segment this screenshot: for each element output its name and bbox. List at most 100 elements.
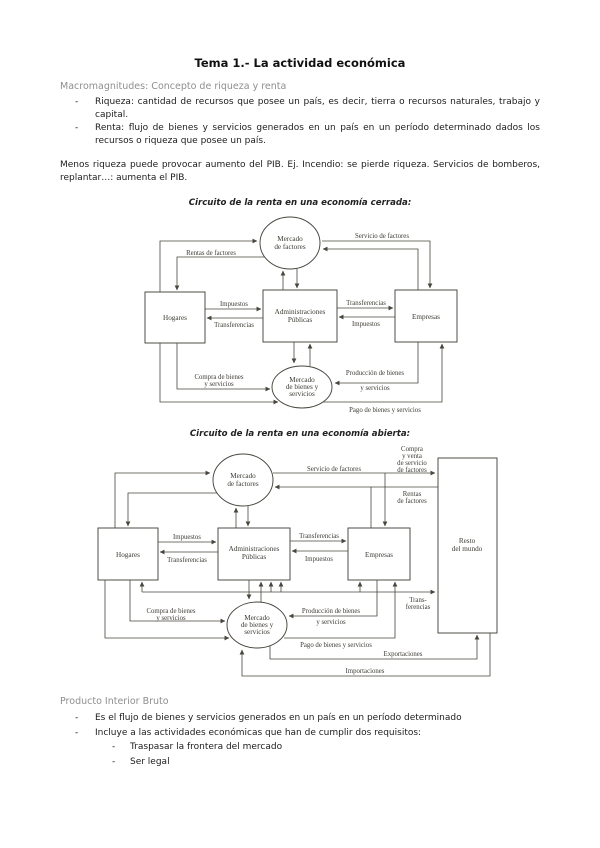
list-item: - Es el flujo de bienes y servicios gene… [60,711,540,726]
node-label: Mercado [230,472,256,480]
bullet-dash: - [75,713,79,723]
node-label: de factores [227,480,259,488]
pib-sub-bullet-1: Traspasar la frontera del mercado [130,742,283,752]
flow-label: Rentas de factores [186,250,236,257]
flow-label: Transferencias [214,322,254,329]
diagram-nodes [144,216,458,409]
flow-label: Importaciones [346,668,385,675]
node-hogares [97,527,159,581]
bullet-riqueza-line2: capital. [95,109,129,120]
pib-bullet-2: Incluye a las actividades económicas que… [95,727,422,738]
node-label: de bienes y [286,383,319,391]
node-administraciones [217,527,291,581]
flow-lines [159,238,445,405]
node-label: Hogares [116,551,140,559]
section-macromagnitudes: Macromagnitudes: Concepto de riqueza y r… [60,81,540,184]
node-label: Administraciones [229,545,280,553]
flow-label: y servicios [360,385,390,392]
node-resto-del-mundo [437,457,498,634]
node-mercado-factores [259,216,321,270]
bullet-dash: - [112,756,116,767]
node-label: Públicas [288,316,313,324]
node-label: Públicas [242,553,267,561]
paragraph-pib-riqueza: Menos riqueza puede provocar aumento del… [60,159,540,185]
node-label: Hogares [163,314,187,322]
bullet-dash: - [75,97,79,107]
list-item: - Incluye a las actividades económicas q… [60,726,540,741]
flow-label: Rentas [403,491,422,498]
caption-economia-abierta: Circuito de la renta en una economía abi… [189,429,411,439]
flow-label: Compra de bienes [194,374,243,381]
diagram-economia-abierta: Mercado de factores Hogares Administraci… [97,446,498,677]
node-label: Empresas [365,551,393,559]
bullet-renta-line2: recursos o riqueza que posee un país. [95,135,266,146]
flow-label: Impuestos [352,321,380,328]
flow-label: Trans- [409,597,427,604]
diagram-nodes [97,453,498,649]
caption-economia-cerrada: Circuito de la renta en una economía cer… [188,198,412,208]
node-label: Mercado [277,235,303,243]
flow-label: Producción de bienes [302,608,360,615]
flow-label: Compra [401,446,423,453]
node-label: servicios [289,390,315,398]
diagram-text: Mercado de factores Hogares Administraci… [163,233,440,414]
bullet-renta-line1: Renta: flujo de bienes y servicios gener… [95,122,540,133]
node-label: Resto [459,537,476,545]
pib-bullet-1: Es el flujo de bienes y servicios genera… [95,713,462,723]
list-item: - Ser legal [60,755,540,770]
flow-lines [104,470,491,677]
flow-label: Exportaciones [384,651,423,658]
flow-label: Impuestos [173,534,201,541]
node-label: del mundo [452,545,483,553]
diagram-economia-cerrada: Mercado de factores Hogares Administraci… [144,216,458,414]
flow-label: Transferencias [299,533,339,540]
node-empresas [394,289,458,343]
flow-label: y servicios [204,381,234,388]
pib-sub-bullet-2: Ser legal [130,756,170,767]
node-administraciones [262,289,338,343]
flow-label: Impuestos [220,301,248,308]
flow-label: Servicio de factores [355,233,409,240]
flow-label: de servicio [397,460,427,467]
node-label: de bienes y [241,621,274,629]
node-label: servicios [244,628,270,636]
bullet-dash: - [75,122,79,133]
node-mercado-bienes [271,365,333,409]
node-label: Empresas [412,313,440,321]
flow-label: y servicios [316,619,346,626]
node-label: Mercado [289,376,315,384]
flow-label: y venta [402,453,422,460]
bullet-dash: - [75,727,79,738]
heading-macromagnitudes: Macromagnitudes: Concepto de riqueza y r… [60,81,287,92]
paragraph-line1: Menos riqueza puede provocar aumento del… [60,159,540,170]
flow-label: Servicio de factores [307,466,361,473]
node-label: Mercado [244,614,270,622]
node-mercado-factores [212,453,274,507]
flow-label: Pago de bienes y servicios [349,407,421,414]
list-item: - Traspasar la frontera del mercado [60,740,540,755]
flow-label: y servicios [156,615,186,622]
flow-label: Pago de bienes y servicios [300,642,372,649]
flow-label: Impuestos [305,556,333,563]
flow-label: Producción de bienes [346,370,404,377]
flow-label: ferencias [406,604,431,611]
node-empresas [347,527,411,581]
page-title: Tema 1.- La actividad económica [194,56,406,70]
heading-pib: Producto Interior Bruto [60,696,169,707]
node-hogares [144,291,206,344]
flow-label: de factores [397,498,427,505]
node-mercado-bienes [226,601,288,649]
list-item: - Renta: flujo de bienes y servicios gen… [60,122,540,148]
section-pib: Producto Interior Bruto - Es el flujo de… [60,696,540,769]
flow-label: Transferencias [346,300,386,307]
flow-label: Compra de bienes [146,608,195,615]
flow-label: de factores [397,467,427,474]
bullet-riqueza-line1: Riqueza: cantidad de recursos que posee … [95,97,540,107]
bullet-dash: - [112,742,116,752]
node-label: Administraciones [275,308,326,316]
flow-label: Transferencias [167,557,207,564]
node-label: de factores [274,243,306,251]
list-item: - Riqueza: cantidad de recursos que pose… [60,96,540,122]
diagram-text: Mercado de factores Hogares Administraci… [116,446,483,675]
